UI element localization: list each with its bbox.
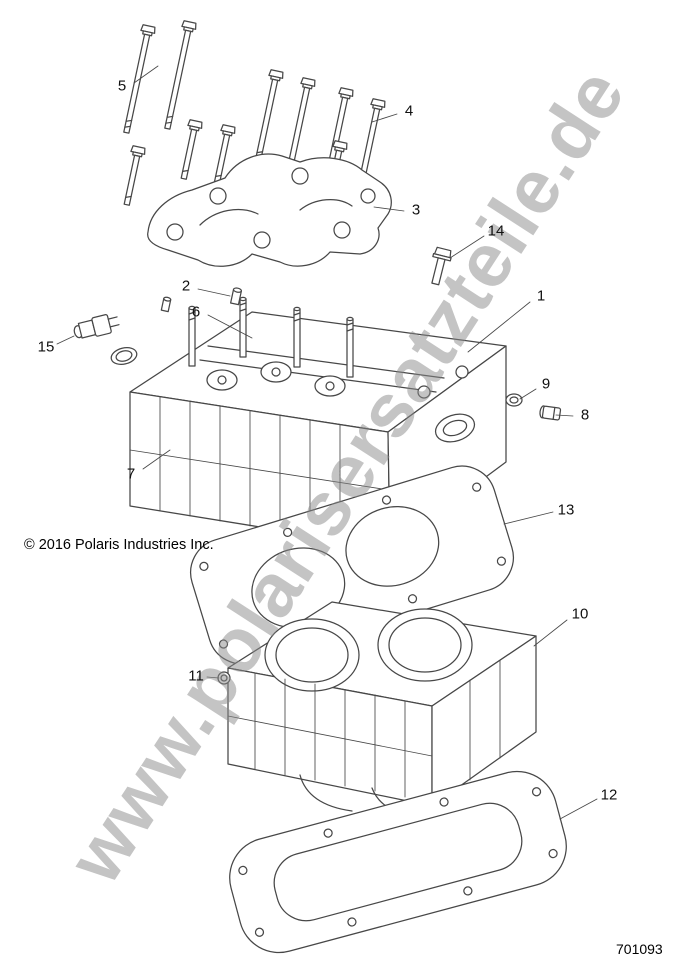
callout-4: 4 — [404, 102, 414, 120]
leader-lines — [56, 65, 598, 820]
callout-15: 15 — [37, 338, 55, 356]
callout-3: 3 — [411, 201, 421, 219]
callout-11: 11 — [188, 667, 204, 685]
plug-cap-drawing — [110, 346, 138, 366]
base-gasket-drawing — [229, 770, 567, 954]
callout-7: 7 — [126, 465, 136, 483]
callout-2: 2 — [181, 277, 191, 295]
copyright-text: © 2016 Polaris Industries Inc. — [24, 537, 214, 553]
figure-number: 701093 — [616, 941, 663, 957]
oil-plug-drawing — [539, 405, 562, 421]
head-studs-group — [188, 296, 354, 378]
cylinder-block-drawing — [227, 601, 537, 819]
dowel-pins-drawing — [160, 287, 243, 313]
callout-9: 9 — [541, 375, 551, 393]
temp-sensor-drawing — [73, 314, 120, 339]
callout-6: 6 — [191, 303, 201, 321]
callout-5: 5 — [117, 77, 127, 95]
callout-8: 8 — [580, 406, 590, 424]
locating-dowel-drawing — [217, 671, 231, 685]
flange-bolt-drawing — [431, 246, 452, 286]
callout-10: 10 — [571, 605, 589, 623]
callout-12: 12 — [600, 786, 618, 804]
washer-drawing — [505, 393, 523, 407]
callout-1: 1 — [536, 287, 546, 305]
callout-14: 14 — [487, 222, 505, 240]
cam-carrier-drawing — [147, 153, 392, 267]
callout-13: 13 — [557, 501, 575, 519]
